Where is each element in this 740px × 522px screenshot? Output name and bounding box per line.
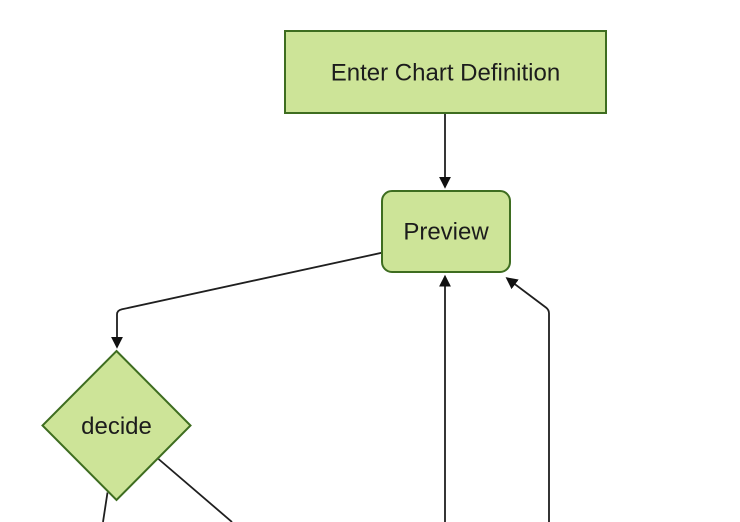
node-preview [381, 190, 511, 273]
edge-bottom-right-to-preview [505, 277, 550, 522]
node-enter-chart-definition [284, 30, 607, 114]
edge-decide-to-offscreen-bottom-right [157, 458, 233, 522]
node-decide [41, 349, 192, 502]
node-enter-chart-definition-label: Enter Chart Definition [331, 60, 560, 87]
edge-layer [102, 113, 550, 522]
edge-preview-to-decide [111, 251, 384, 349]
edge-decide-to-offscreen-bottom-left [102, 492, 109, 522]
node-decide-label: decide [81, 413, 152, 440]
node-layer [41, 30, 607, 502]
node-preview-label: Preview [403, 219, 489, 246]
label-layer: Enter Chart Definition Preview decide [81, 60, 560, 441]
